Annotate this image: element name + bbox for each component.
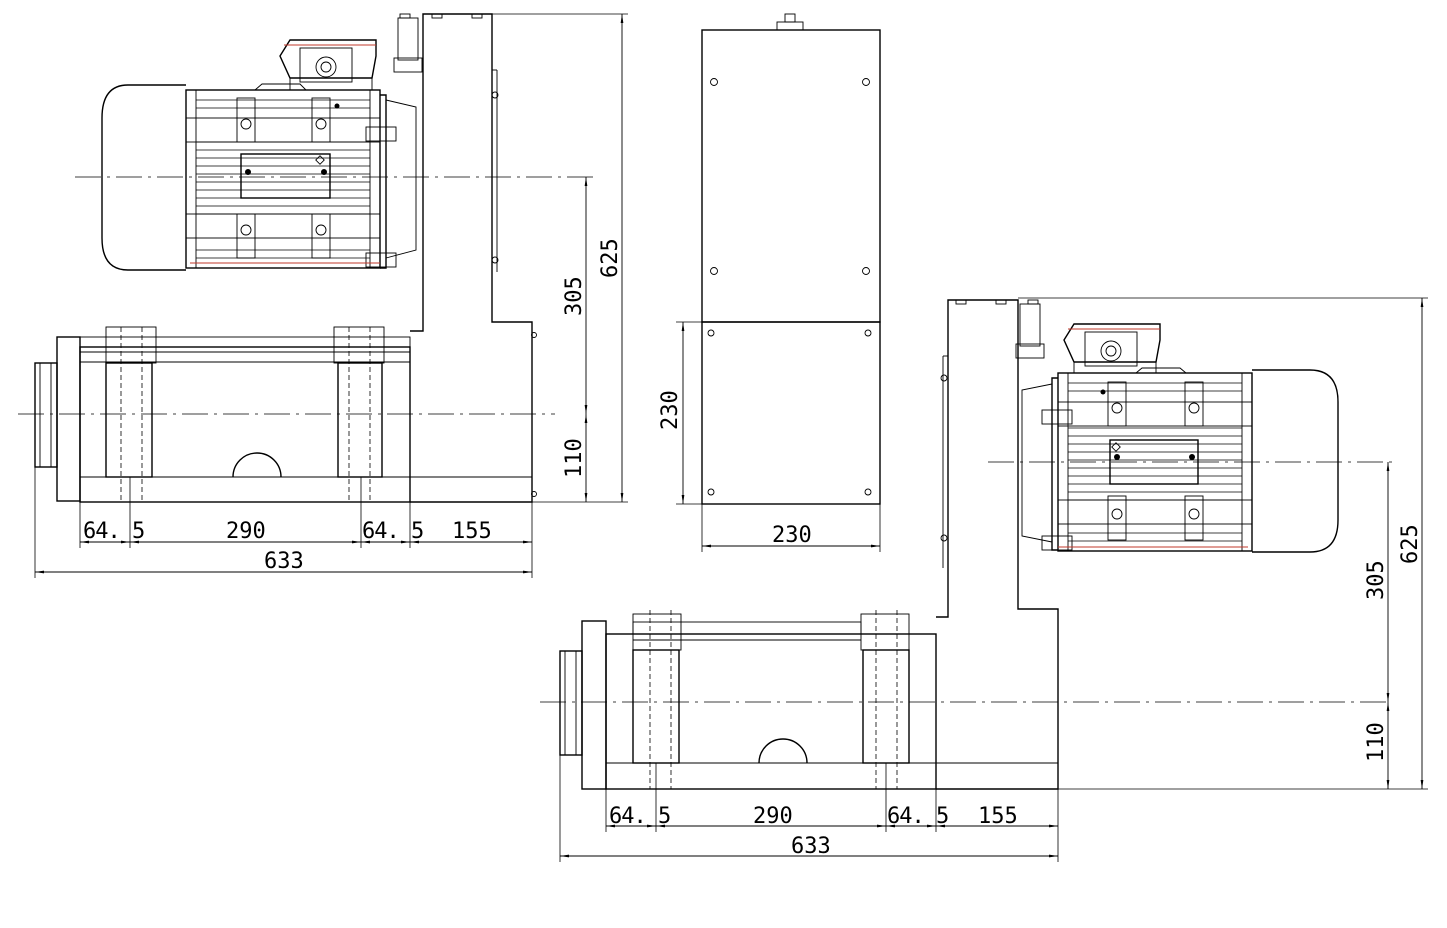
end-view-bolts: [707, 78, 872, 496]
left-dim-625: 625: [598, 238, 623, 278]
right-dim-64-5-b: 64. 5: [887, 804, 948, 829]
right-dim-155: 155: [978, 804, 1018, 829]
right-dim-305: 305: [1364, 560, 1389, 600]
right-dim-110: 110: [1364, 722, 1389, 762]
left-dimension-labels: 64. 5 290 64. 5 155 633 625 305 110: [83, 238, 623, 574]
end-dim-230-height: 230: [658, 390, 683, 430]
right-spindle-housing: [540, 299, 1392, 790]
right-dim-290: 290: [753, 804, 793, 829]
end-dim-230-width: 230: [772, 523, 812, 548]
right-dimension-labels: 64. 5 290 64. 5 155 633 625 305 110: [609, 524, 1423, 859]
left-dim-64-5-b: 64. 5: [362, 519, 423, 544]
left-motor-fins: [196, 99, 370, 259]
left-dim-290: 290: [226, 519, 266, 544]
right-motor: [955, 299, 1392, 553]
left-dim-155: 155: [452, 519, 492, 544]
right-dimensions: [559, 297, 1428, 862]
left-dim-64-5-a: 64. 5: [83, 519, 144, 544]
right-dim-633: 633: [791, 834, 831, 859]
right-side-view: 64. 5 290 64. 5 155 633 625 305 110: [540, 297, 1428, 862]
left-motor: [75, 13, 595, 272]
left-dim-305: 305: [562, 276, 587, 316]
left-dim-110: 110: [562, 438, 587, 478]
left-dimensions: [34, 13, 628, 578]
left-spindle-housing: [18, 13, 555, 503]
right-dim-625: 625: [1398, 524, 1423, 564]
right-dim-64-5-a: 64. 5: [609, 804, 670, 829]
left-dim-633: 633: [264, 549, 304, 574]
end-view: 230 230: [658, 13, 881, 552]
left-side-view: 64. 5 290 64. 5 155 633 625 305 110: [18, 13, 628, 578]
